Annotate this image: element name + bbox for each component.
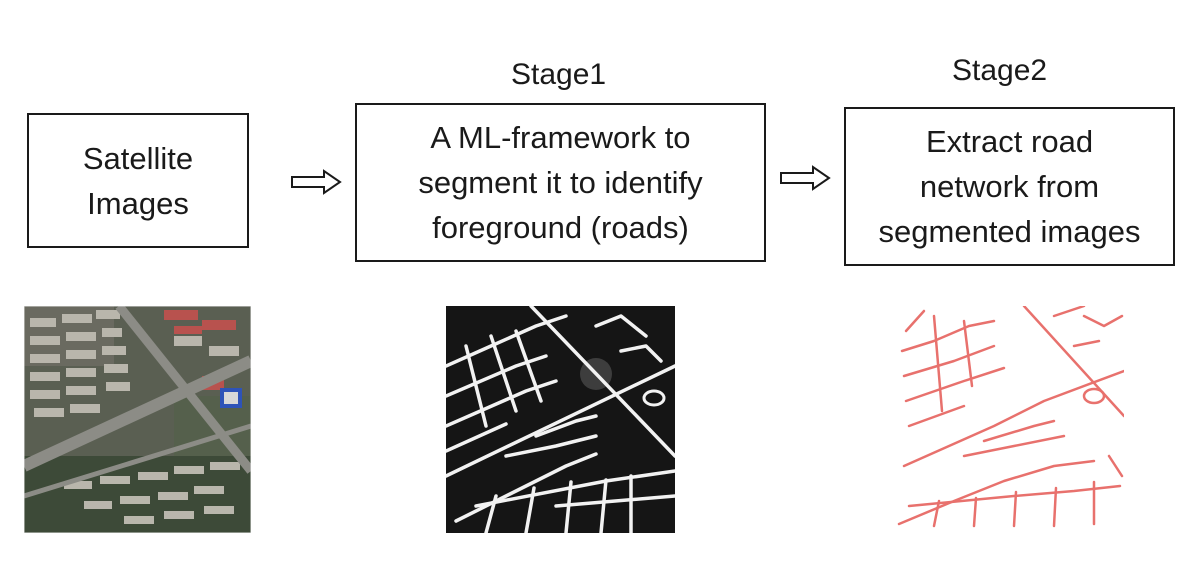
satellite-image [24, 306, 251, 533]
stage2-text: Extract road network from segmented imag… [878, 124, 1141, 249]
stage2-box: Extract road network from segmented imag… [844, 107, 1175, 266]
hollow-right-arrow-icon [291, 169, 342, 195]
road-network-image [894, 306, 1124, 531]
stage1-box: A ML-framework to segment it to identify… [355, 103, 766, 262]
segmentation-mask-image [446, 306, 675, 533]
hollow-right-arrow-icon [780, 165, 831, 191]
stage2-label: Stage2 [952, 54, 1048, 87]
satellite-images-text: Satellite Images [82, 140, 194, 221]
satellite-images-box: Satellite Images [27, 113, 249, 248]
stage1-label: Stage1 [511, 58, 607, 91]
stage1-text: A ML-framework to segment it to identify… [418, 120, 703, 245]
